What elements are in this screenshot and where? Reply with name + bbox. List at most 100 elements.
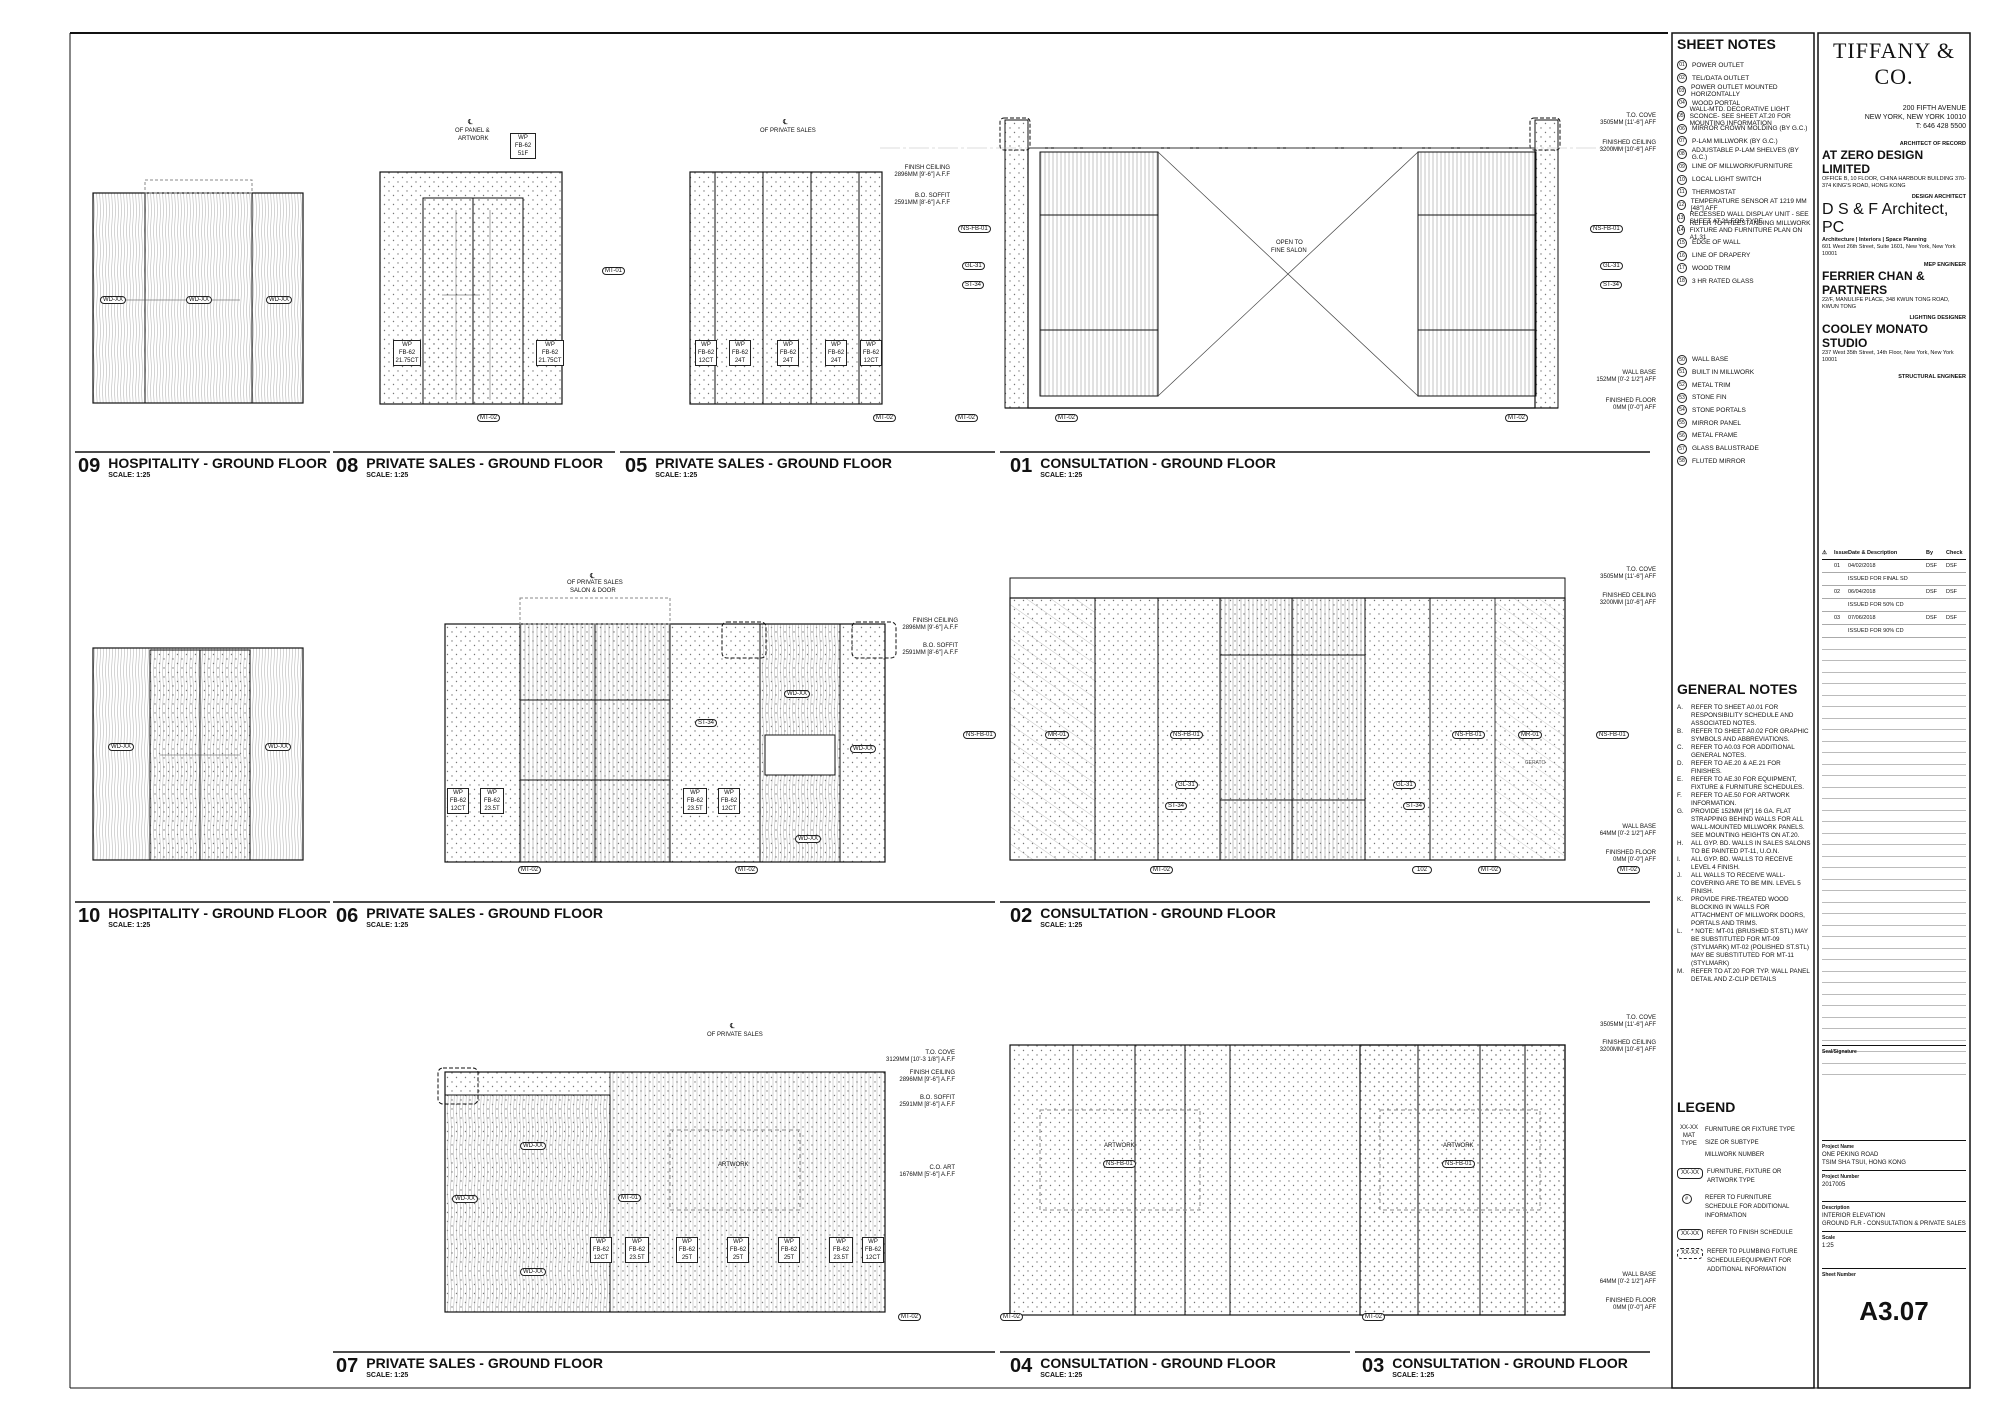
label-artwork: ARTWORK bbox=[1443, 1143, 1474, 1149]
rev-desc: ISSUED FOR 50% CD bbox=[1848, 602, 1904, 608]
note-text: REFER TO AE.20 & AE.21 FOR FINISHES. bbox=[1691, 760, 1781, 775]
tag-nsfb01: NS-FB-01 bbox=[1590, 225, 1623, 233]
level-value: 2591MM [8'-6"] A.F.F bbox=[902, 650, 958, 656]
note-number: 17 bbox=[1677, 263, 1687, 274]
legend-text: REFER TO FURNITURE SCHEDULE FOR ADDITION… bbox=[1705, 1194, 1790, 1219]
rev-col: Issue bbox=[1834, 550, 1849, 556]
dim-label: 23.5T bbox=[687, 806, 703, 812]
level-value: 3129MM [10'-3 1/8"] A.F.F bbox=[886, 1057, 955, 1063]
blank-line bbox=[1822, 788, 1966, 799]
sheet-number: A3.07 bbox=[1859, 1296, 1929, 1326]
tag-st34: ST-34 bbox=[1165, 802, 1188, 810]
tag-wd: WD-XX bbox=[850, 745, 876, 753]
view-name: PRIVATE SALES - GROUND FLOOR bbox=[655, 455, 892, 471]
warning-icon: ⚠ bbox=[1822, 550, 1827, 556]
note-number: 52 bbox=[1677, 380, 1687, 391]
level-label: C.O. ART bbox=[929, 1165, 955, 1171]
label-cl: ℄ bbox=[783, 119, 788, 126]
blank-line bbox=[1822, 730, 1966, 742]
wp-label: WP bbox=[632, 1239, 642, 1245]
label-artwork: ARTWORK bbox=[718, 1162, 749, 1168]
legend-symbol: # bbox=[1681, 1193, 1692, 1204]
dim-label: 25T bbox=[732, 1255, 744, 1261]
label-of-private-sales: OF PRIVATE SALES bbox=[567, 580, 623, 586]
title-block: TIFFANY & CO. 200 FIFTH AVENUE NEW YORK,… bbox=[1822, 38, 1966, 381]
tag-mt02: MT-02 bbox=[518, 866, 542, 874]
general-note-item: A.REFER TO SHEET A0.01 FOR RESPONSIBILIT… bbox=[1677, 704, 1812, 728]
rev-col: By bbox=[1926, 550, 1934, 556]
level-value: 3505MM [11'-6"] AFF bbox=[1600, 574, 1656, 580]
wp-label: WP bbox=[596, 1239, 606, 1245]
note-number: 02 bbox=[1677, 73, 1687, 84]
note-number: 01 bbox=[1677, 60, 1687, 71]
note-number: 57 bbox=[1677, 443, 1687, 454]
rev-cell: DSF bbox=[1926, 589, 1937, 595]
view-scale: SCALE: 1:25 bbox=[108, 472, 151, 479]
blank-line bbox=[1822, 995, 1966, 1006]
rev-cell: 01 bbox=[1834, 563, 1841, 569]
level-label: WALL BASE bbox=[1622, 824, 1656, 830]
view-number: 10 bbox=[78, 905, 101, 927]
wp-label: WP bbox=[783, 342, 793, 348]
aor-address: OFFICE B, 10 FLOOR, CHINA HARBOUR BUILDI… bbox=[1822, 176, 1966, 189]
fb-label: FB-62 bbox=[832, 1247, 850, 1253]
se-label: STRUCTURAL ENGINEER bbox=[1898, 374, 1966, 380]
dim-label: 12CT bbox=[450, 806, 466, 812]
rev-cell: 03 bbox=[1834, 615, 1841, 621]
tag-mt02: MT-02 bbox=[1150, 866, 1174, 874]
tag-mt02: MT-02 bbox=[873, 414, 897, 422]
view-scale: SCALE: 1:25 bbox=[1392, 1372, 1435, 1379]
tag-gl31: GL-31 bbox=[1600, 262, 1623, 270]
level-label: FINISH CEILING bbox=[909, 1070, 955, 1076]
wp-label: WP bbox=[682, 1239, 692, 1245]
view-name: CONSULTATION - GROUND FLOOR bbox=[1392, 1355, 1628, 1371]
note-text: ALL WALLS TO RECEIVE WALL-COVERING ARE T… bbox=[1691, 872, 1801, 895]
note-text: ALL GYP. BD. WALLS TO RECEIVE LEVEL 4 FI… bbox=[1691, 856, 1793, 871]
level-value: 2591MM [8'-6"] A.F.F bbox=[899, 1102, 955, 1108]
blank-line bbox=[1822, 1041, 1966, 1052]
project-name-1: ONE PEKING ROAD bbox=[1822, 1152, 1879, 1158]
wp-label: WP bbox=[690, 790, 700, 796]
da-name: D S & F Architect, PC bbox=[1822, 201, 1949, 236]
note-text: REFER TO FREESTANDING MILLWORK FIXTURE A… bbox=[1689, 219, 1811, 241]
view-number: 01 bbox=[1010, 455, 1033, 477]
tag-wd: WD-XX bbox=[186, 296, 212, 304]
general-note-item: H.ALL GYP. BD. WALLS IN SALES SALONS TO … bbox=[1677, 840, 1812, 856]
label-cl: ℄ bbox=[468, 119, 473, 126]
blank-line bbox=[1822, 684, 1966, 696]
level-label: B.O. SOFFIT bbox=[922, 643, 958, 649]
note-key: F. bbox=[1677, 792, 1682, 799]
fb-label: FB-62 bbox=[779, 350, 797, 356]
wp-label: WP bbox=[545, 342, 555, 348]
note-text: PROVIDE FIRE-TREATED WOOD BLOCKING IN WA… bbox=[1691, 896, 1805, 927]
wp-label: WP bbox=[733, 1239, 743, 1245]
blank-line bbox=[1822, 1006, 1966, 1018]
note-text: BUILT IN MILLWORK bbox=[1692, 368, 1755, 376]
level-value: 0MM [0'-0"] AFF bbox=[1613, 1305, 1656, 1311]
blank-line bbox=[1822, 972, 1966, 983]
legend-text: FURNITURE, FIXTURE OR ARTWORK TYPE bbox=[1707, 1168, 1782, 1184]
level-value: 0MM [0'-0"] AFF bbox=[1613, 857, 1656, 863]
fb-label: FB-62 bbox=[729, 1247, 747, 1253]
dim-label: 25T bbox=[783, 1255, 795, 1261]
note-text: TEMPERATURE SENSOR AT 1219 MM [48"] AFF bbox=[1690, 197, 1807, 212]
level-label: B.O. SOFFIT bbox=[914, 193, 950, 199]
level-value: 3505MM [11'-6"] AFF bbox=[1600, 120, 1656, 126]
label-fine-salon: FINE SALON bbox=[1271, 248, 1307, 254]
